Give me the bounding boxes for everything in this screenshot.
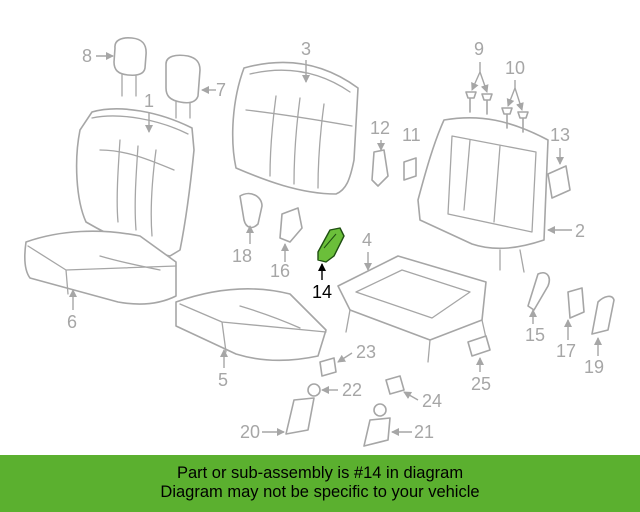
callout-14: 14 — [312, 263, 332, 302]
part-14-highlighted — [317, 227, 345, 263]
svg-text:4: 4 — [362, 230, 372, 250]
callout-22: 22 — [321, 380, 362, 400]
part-16-cover — [279, 207, 303, 243]
callout-6: 6 — [67, 289, 77, 332]
svg-text:24: 24 — [422, 391, 442, 411]
callout-21: 21 — [391, 422, 434, 442]
svg-text:17: 17 — [556, 341, 576, 361]
svg-text:3: 3 — [301, 39, 311, 59]
part-25-bracket — [467, 335, 491, 357]
callout-10: 10 — [505, 58, 525, 111]
svg-text:15: 15 — [525, 325, 545, 345]
callout-17: 17 — [556, 319, 576, 361]
svg-text:22: 22 — [342, 380, 362, 400]
svg-text:8: 8 — [82, 46, 92, 66]
callout-23: 23 — [337, 342, 376, 363]
callout-20: 20 — [240, 422, 285, 442]
part-22-clip — [307, 383, 387, 417]
part-17-cover — [567, 287, 585, 319]
svg-text:11: 11 — [402, 125, 421, 145]
banner-line-2: Diagram may not be specific to your vehi… — [160, 483, 480, 501]
callout-16: 16 — [270, 243, 290, 281]
part-5-seat-cushion — [175, 288, 327, 362]
part-23-bracket — [319, 357, 337, 377]
info-banner: Part or sub-assembly is #14 in diagram D… — [0, 455, 640, 512]
svg-text:14: 14 — [312, 282, 332, 302]
svg-text:23: 23 — [356, 342, 376, 362]
parts-diagram: 8 1 7 6 3 — [24, 37, 615, 447]
callout-24: 24 — [403, 391, 442, 411]
callout-19: 19 — [584, 337, 604, 377]
callout-25: 25 — [471, 357, 491, 394]
banner-line-1: Part or sub-assembly is #14 in diagram — [176, 464, 464, 482]
callout-8: 8 — [82, 46, 114, 66]
svg-text:25: 25 — [471, 374, 491, 394]
part-19-trim — [591, 295, 615, 335]
part-12-clip — [371, 149, 389, 187]
part-11-cover — [403, 157, 417, 181]
svg-text:13: 13 — [550, 125, 570, 145]
callout-12: 12 — [370, 118, 390, 151]
svg-text:20: 20 — [240, 422, 260, 442]
part-18-bracket — [239, 192, 263, 229]
part-15-bracket — [527, 271, 551, 311]
part-24-clip — [385, 375, 405, 395]
part-6-seat-cushion — [24, 230, 177, 305]
callout-5: 5 — [218, 349, 228, 390]
callout-2: 2 — [547, 221, 585, 241]
callout-7: 7 — [201, 80, 226, 100]
callout-3: 3 — [301, 39, 311, 83]
svg-text:5: 5 — [218, 370, 228, 390]
part-20-bracket — [285, 397, 315, 435]
part-10-bolts — [501, 107, 529, 133]
callout-11: 11 — [402, 125, 421, 145]
part-8-headrest — [113, 37, 147, 97]
part-4-seat-frame — [337, 255, 487, 363]
part-7-headrest — [165, 54, 201, 119]
callout-15: 15 — [525, 309, 545, 345]
svg-text:9: 9 — [474, 39, 484, 59]
svg-text:1: 1 — [144, 91, 154, 111]
svg-text:7: 7 — [216, 80, 226, 100]
callout-1: 1 — [144, 91, 154, 133]
callout-9: 9 — [471, 39, 489, 93]
svg-text:6: 6 — [67, 312, 77, 332]
svg-text:19: 19 — [584, 357, 604, 377]
svg-text:10: 10 — [505, 58, 525, 78]
svg-text:21: 21 — [414, 422, 434, 442]
part-1-seat-back — [75, 108, 195, 257]
svg-text:16: 16 — [270, 261, 290, 281]
part-13-cover — [547, 165, 571, 199]
svg-text:2: 2 — [575, 221, 585, 241]
part-3-seat-back — [231, 61, 359, 195]
svg-text:12: 12 — [370, 118, 390, 138]
part-2-seat-back-frame — [417, 117, 549, 273]
callout-13: 13 — [550, 125, 570, 165]
callout-18: 18 — [232, 225, 254, 266]
callout-4: 4 — [362, 230, 372, 271]
part-9-bolts — [465, 91, 493, 115]
svg-text:18: 18 — [232, 246, 252, 266]
part-21-bracket — [363, 417, 391, 447]
